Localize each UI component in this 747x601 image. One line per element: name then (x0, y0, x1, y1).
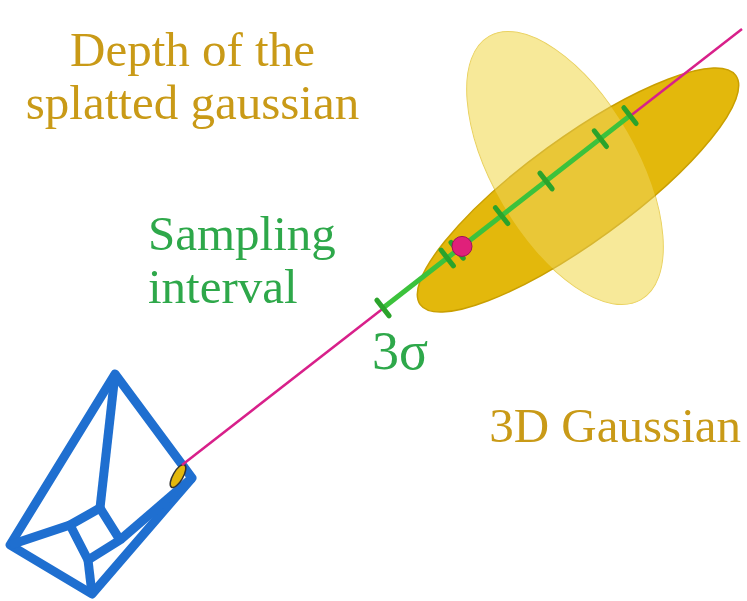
interval-tick (441, 250, 453, 266)
camera-edge (88, 560, 92, 594)
interval-tick (495, 208, 507, 224)
interval-tick (377, 300, 389, 316)
camera-frustum (10, 374, 192, 594)
camera-edge (100, 374, 115, 508)
interval-tick (540, 173, 552, 189)
camera-frame (10, 374, 192, 594)
sampling-interval (383, 116, 630, 308)
sample-point (452, 236, 472, 256)
camera-back (70, 508, 120, 560)
interval-ticks (377, 108, 636, 316)
interval-tick (594, 131, 606, 147)
interval-tick (624, 108, 636, 124)
camera-edge (10, 525, 70, 545)
interval-label: Sampling interval (148, 208, 388, 314)
sigma-label: 3σ (372, 322, 462, 380)
image-plane-splat (167, 462, 189, 490)
depth-label: Depth of the splatted gaussian (0, 24, 385, 130)
gaussian-label: 3D Gaussian (451, 400, 741, 453)
camera-edge (120, 478, 192, 540)
